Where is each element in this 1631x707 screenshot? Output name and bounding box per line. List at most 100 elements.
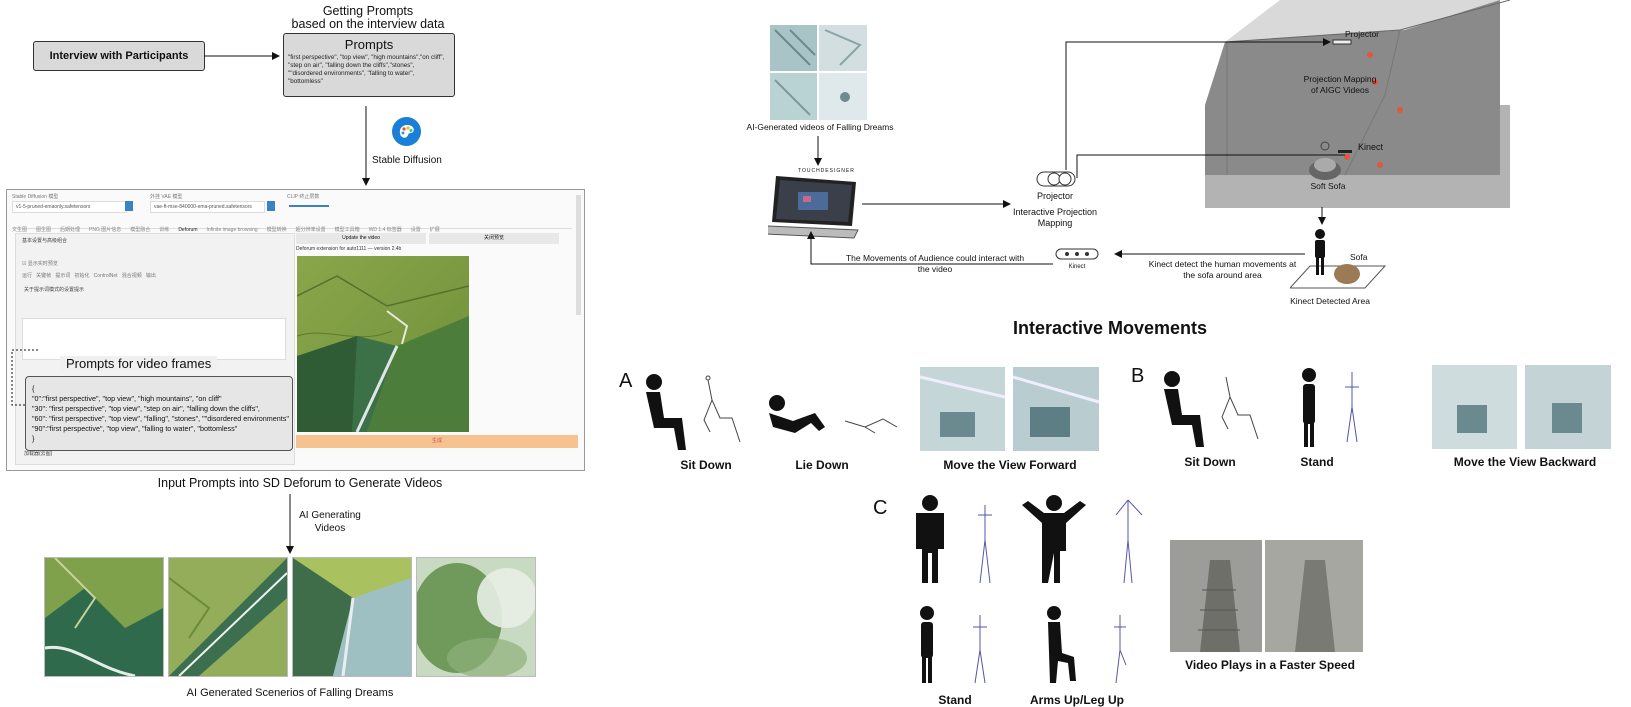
close-preview-button: 关闭预览 (429, 233, 559, 244)
group-a-letter: A (619, 370, 633, 392)
detect-line-2: the sofa around area (1183, 270, 1262, 280)
scenario-thumb-2 (168, 557, 288, 677)
b-stand-label: Stand (1300, 455, 1334, 469)
kinect-label: Kinect (1358, 142, 1384, 152)
section-title: Interactive Movements (1012, 318, 1208, 338)
b-sit-label: Sit Down (1184, 455, 1236, 469)
sd-tab: 训练 (159, 227, 170, 233)
refresh-icon (267, 201, 275, 211)
backward-view-frames (1432, 365, 1612, 449)
a-move-label: Move the View Forward (943, 458, 1077, 472)
projection-mapping-line-2: of AIGC Videos (1311, 85, 1369, 95)
video-frame-line: "0":"first perspective", "top view", "hi… (32, 394, 222, 403)
sd-section-header: 关于提示词模式的设置提示 (24, 287, 85, 293)
sd-tab: 模型融合 (130, 227, 151, 233)
prompts-box-text: "first perspective", "top view", "high m… (288, 54, 445, 85)
sd-version-text: Deforum extension for auto1111 — version… (296, 246, 402, 252)
detect-line-1: Kinect detect the human movements at (1148, 259, 1297, 269)
b-move-label: Move the View Backward (1453, 455, 1597, 469)
projector-label: Projector (1036, 191, 1073, 201)
c-arms-label: Arms Up/Leg Up (1029, 693, 1124, 707)
palette-icon (392, 117, 421, 146)
input-caption: Input Prompts into SD Deforum to Generat… (157, 476, 443, 490)
sd-tab: 后期处理 (60, 227, 81, 233)
group-b-letter: B (1131, 365, 1145, 387)
sit-down-figure (640, 370, 750, 450)
clip-slider (289, 205, 329, 207)
sd-bottom-section: 加载器(云图) (24, 451, 53, 457)
video-frame-line: } (32, 434, 35, 443)
header-line-2: based on the interview data (291, 17, 445, 31)
falling-videos-thumbs (770, 25, 867, 120)
scenario-thumb-4 (416, 557, 536, 677)
refresh-icon-2 (125, 201, 133, 211)
video-frame-line: "30": "first perspective", "top view", "… (32, 404, 260, 413)
c-stand-label: Stand (938, 693, 972, 707)
scenario-thumb-1 (44, 557, 164, 677)
sd-tab-bar: 文生图 图生图 后期处理 PNG 图片信息 模型融合 训练 Deforum Infinite … (12, 218, 572, 233)
generate-button: 生成 (296, 435, 578, 448)
interview-box: Interview with Participants (33, 41, 205, 71)
stable-diffusion-label: Stable Diffusion (372, 155, 442, 166)
sd-checkbox: ☑ 显示实时预览 (22, 261, 58, 267)
forward-view-frames (919, 367, 1100, 451)
sd-tab: Deforum (178, 227, 198, 233)
video-frames-title: Prompts for video frames (60, 356, 218, 371)
sd-scrollbar (576, 195, 581, 315)
movements-line-2: the video (917, 264, 953, 274)
video-frame-line: "60": "first perspective", "top view", "… (32, 414, 289, 423)
video-frame-line: { (32, 384, 35, 393)
room-projector-label: Projector (1345, 29, 1380, 39)
c-stand-figure-bottom (915, 605, 995, 687)
group-c-letter: C (873, 497, 888, 519)
interactive-projection-line-1: Interactive Projection (1012, 207, 1098, 217)
movements-line-1: The Movements of Audience could interact… (845, 253, 1025, 263)
sd-vae-label: 外挂 VAE 模型 (150, 194, 183, 200)
sd-prompt-textarea (22, 318, 286, 360)
video-frames-box: {"0":"first perspective", "top view", "h… (25, 376, 293, 451)
sd-tab: WD 1.4 标签器 (368, 227, 402, 233)
projector-icon (1036, 170, 1078, 188)
a-sit-label: Sit Down (680, 458, 732, 472)
touchdesigner-label: TOUCHDESIGNER (798, 168, 855, 174)
sd-model-select: v1-5-pruned-emaonly.safetensors (12, 201, 127, 213)
sd-clip-label: CLIP 终止层数 (287, 194, 320, 200)
sd-tab: 模型工具箱 (334, 227, 360, 233)
kinect-icon (1055, 247, 1099, 261)
update-video-button: Update the video (296, 233, 426, 244)
sd-tab: 设置 (410, 227, 421, 233)
sd-subtabs: 运行 关键帧 提示词 初始化 ControlNet 混合视频 输出 (22, 273, 156, 279)
b-stand-figure (1297, 367, 1367, 447)
sd-panel-header: 基本设置与高级组合 (22, 238, 68, 244)
prompts-box-title: Prompts (344, 37, 394, 52)
header-line-1: Getting Prompts (322, 4, 414, 18)
sd-model-label: Stable Diffusion 模型 (12, 194, 59, 200)
sd-tab: Infinite image browsing (206, 227, 258, 233)
scenarios-caption: AI Generated Scenerios of Falling Dreams (186, 687, 394, 699)
sd-tab: 图生图 (36, 227, 52, 233)
terrain-preview-image (297, 256, 469, 432)
c-stand-figure-top (910, 495, 1010, 584)
video-frames-lines: {"0":"first perspective", "top view", "h… (26, 377, 292, 444)
sofa-label: Sofa (1350, 252, 1368, 262)
interactive-projection-line-2: Mapping (1037, 218, 1073, 228)
videos-caption: AI-Generated videos of Falling Dreams (746, 122, 894, 132)
b-sit-down-figure (1158, 367, 1268, 447)
c-speed-label: Video Plays in a Faster Speed (1185, 658, 1355, 672)
sd-tab: PNG 图片信息 (89, 227, 122, 233)
ai-generating-line-1: AI Generating (299, 510, 361, 521)
faster-speed-frames (1170, 540, 1363, 652)
kinect-small-label: Kinect (1068, 264, 1086, 270)
c-leg-up-figure (1040, 605, 1140, 687)
sd-tab: 文生图 (12, 227, 28, 233)
kinect-area-illustration (1288, 228, 1390, 290)
a-lie-label: Lie Down (795, 458, 849, 472)
sd-tab: 扩展 (429, 227, 440, 233)
soft-sofa-label: Soft Sofa (1310, 181, 1346, 191)
interview-box-label: Interview with Participants (49, 50, 189, 62)
projection-mapping-line-1: Projection Mapping (1303, 74, 1377, 84)
sd-vae-select: vae-ft-mse-840000-ema-pruned.safetensors (150, 201, 265, 213)
sd-tab: 超分辨率设置 (295, 227, 326, 233)
prompts-box: Prompts "first perspective", "top view",… (283, 33, 455, 97)
ai-generating-line-2: Videos (314, 523, 346, 534)
